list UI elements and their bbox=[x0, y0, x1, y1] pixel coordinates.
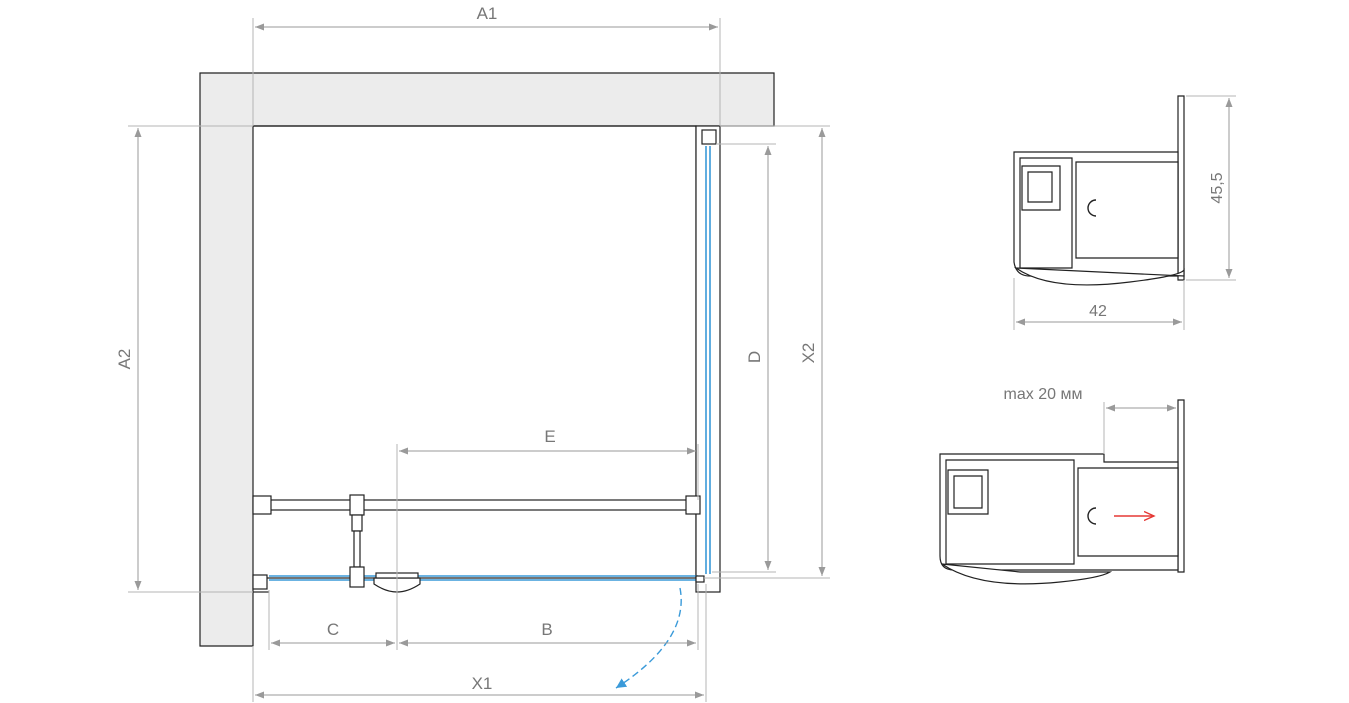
profile-height-label: 45,5 bbox=[1209, 172, 1226, 203]
profile-detail-bottom: max 20 мм bbox=[939, 386, 1185, 585]
dim-a1-label: A1 bbox=[477, 4, 498, 23]
profile-detail-top: 45,5 42 bbox=[1013, 95, 1236, 330]
wall bbox=[199, 72, 775, 647]
dim-d-label: D bbox=[745, 351, 764, 363]
plan-view: A1 A2 X2 D E C B X1 bbox=[115, 4, 830, 702]
door-swing-arc bbox=[615, 587, 682, 689]
right-profile bbox=[695, 125, 721, 593]
profile-width-label: 42 bbox=[1089, 303, 1107, 320]
dim-a2-label: A2 bbox=[115, 349, 134, 370]
dim-x2-label: X2 bbox=[799, 343, 818, 364]
dim-b-label: B bbox=[541, 620, 552, 639]
dim-c-label: C bbox=[327, 620, 339, 639]
dim-e-label: E bbox=[544, 427, 555, 446]
dim-x1-label: X1 bbox=[472, 674, 493, 693]
stabilizer-bar bbox=[269, 499, 689, 511]
max-offset-label: max 20 мм bbox=[1004, 386, 1083, 403]
